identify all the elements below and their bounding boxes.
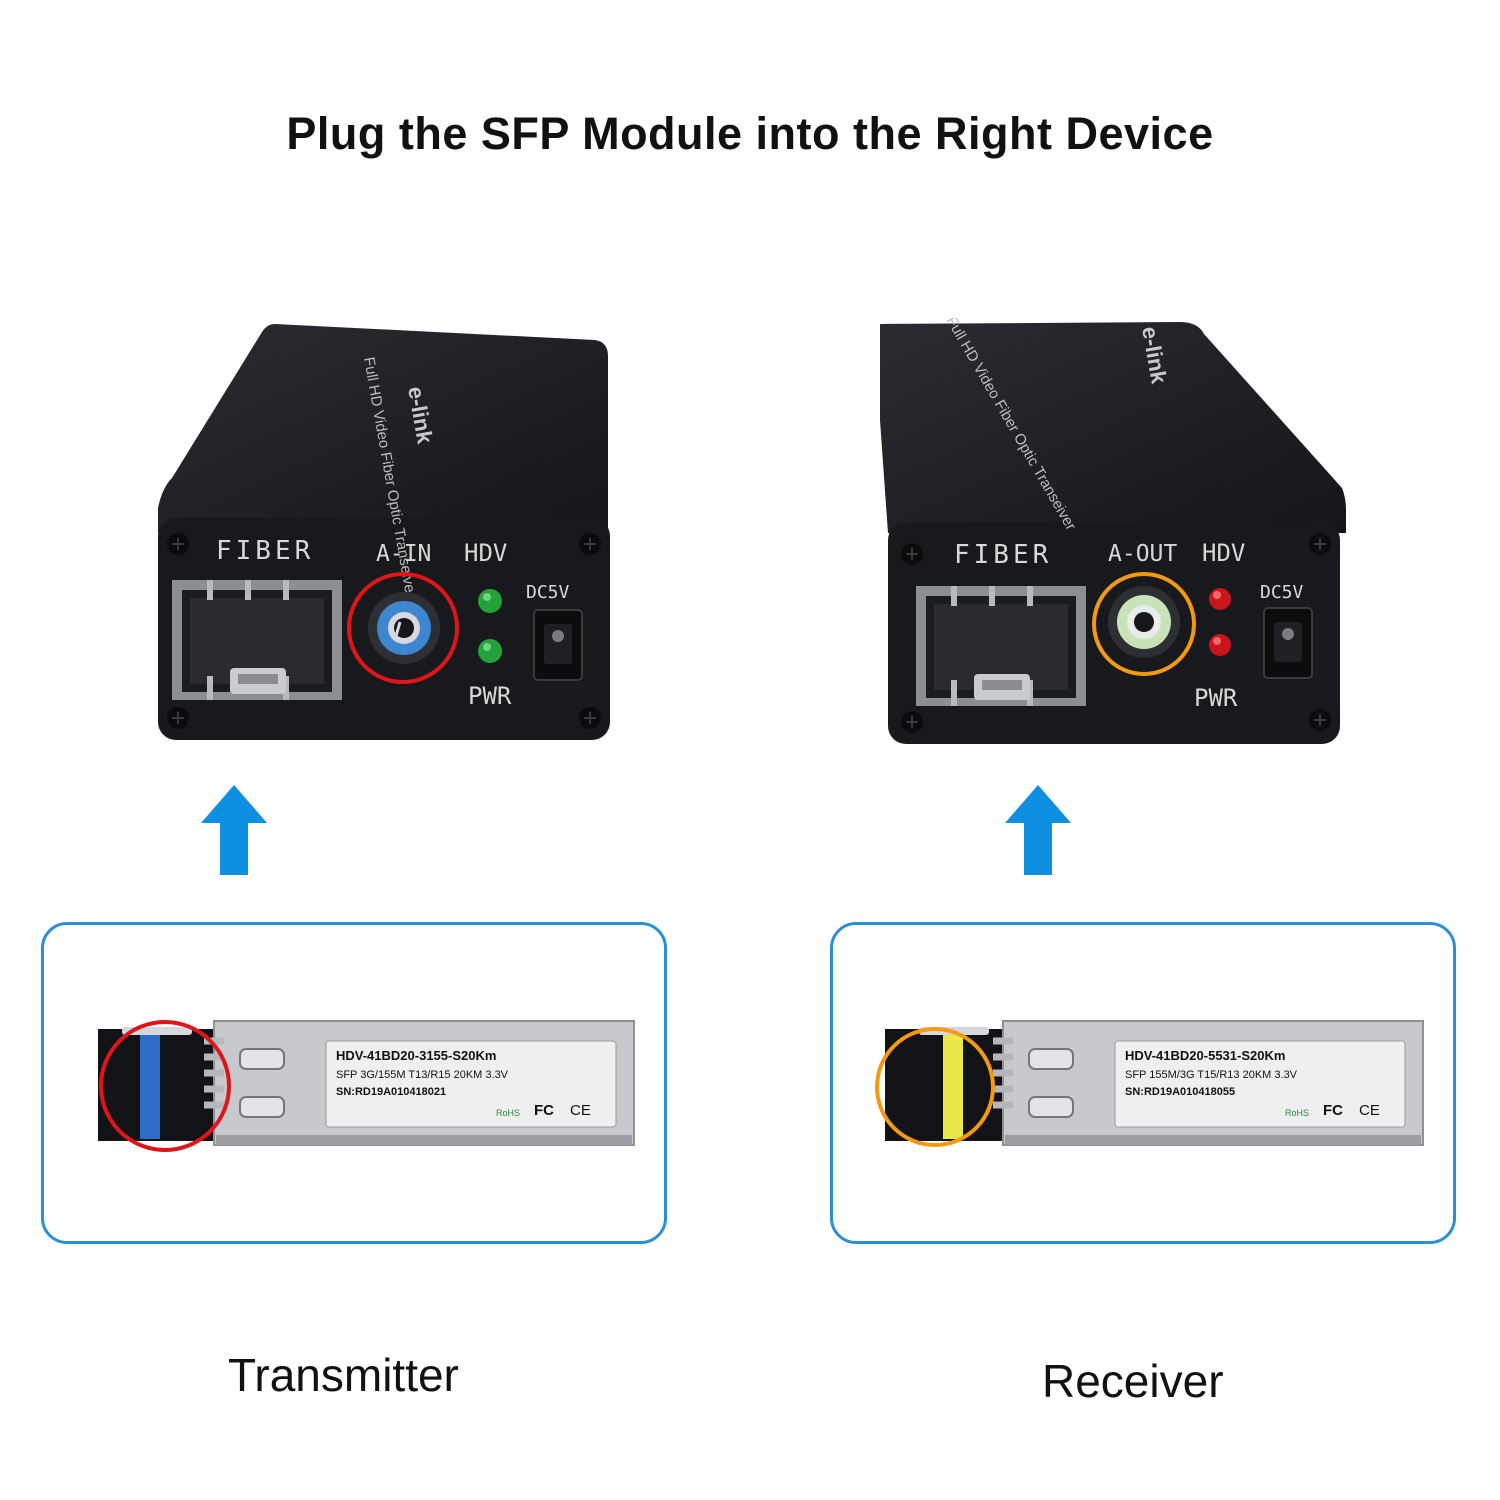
- tx-latch[interactable]: [140, 1029, 160, 1139]
- fc-mark: FC: [1323, 1102, 1343, 1119]
- fc-mark: FC: [534, 1102, 554, 1119]
- receiver-caption: Receiver: [1042, 1355, 1224, 1407]
- rx-latch[interactable]: [943, 1029, 963, 1139]
- screw-icon: [901, 543, 923, 565]
- screw-icon: [167, 707, 189, 729]
- hdv-label: HDV: [1202, 539, 1245, 567]
- sfp-module[interactable]: HDV-41BD20-5531-S20Km SFP 155M/3G T15/R1…: [875, 1020, 1424, 1147]
- module-spec: SFP 155M/3G T15/R13 20KM 3.3V: [1125, 1069, 1298, 1081]
- screw-icon: [1309, 709, 1331, 731]
- fiber-label: FIBER: [216, 536, 314, 566]
- rohs-mark: RoHS: [496, 1108, 520, 1118]
- pwr-led-icon: [1209, 634, 1231, 656]
- module-spec: SFP 3G/155M T13/R15 20KM 3.3V: [336, 1069, 509, 1081]
- pwr-led-icon: [478, 639, 502, 663]
- up-arrow-icon: [1005, 785, 1071, 875]
- module-model: HDV-41BD20-5531-S20Km: [1125, 1048, 1285, 1063]
- screw-icon: [579, 533, 601, 555]
- audio-in-jack[interactable]: [347, 572, 459, 684]
- highlight-ring: [99, 1020, 231, 1152]
- highlight-ring: [1092, 572, 1196, 676]
- rohs-mark: RoHS: [1285, 1108, 1309, 1118]
- dc-power-jack[interactable]: [533, 609, 583, 681]
- sfp-port[interactable]: [172, 580, 342, 700]
- sfp-module[interactable]: HDV-41BD20-3155-S20Km SFP 3G/155M T13/R1…: [98, 1020, 635, 1152]
- dc-power-jack[interactable]: [1263, 607, 1313, 679]
- up-arrow-icon: [201, 785, 267, 875]
- module-model: HDV-41BD20-3155-S20Km: [336, 1048, 496, 1063]
- audio-label: A-IN: [376, 541, 431, 567]
- device-top-cover: [158, 324, 608, 533]
- receiver-sfp-module-frame: HDV-41BD20-5531-S20Km SFP 155M/3G T15/R1…: [830, 922, 1456, 1244]
- screw-icon: [901, 711, 923, 733]
- screw-icon: [579, 707, 601, 729]
- fiber-label: FIBER: [954, 540, 1052, 570]
- dc-label: DC5V: [526, 582, 570, 603]
- hdv-label: HDV: [464, 539, 507, 567]
- device-top-cover: [880, 322, 1346, 533]
- dc-label: DC5V: [1260, 582, 1304, 603]
- pwr-label: PWR: [1194, 684, 1238, 712]
- page-title: Plug the SFP Module into the Right Devic…: [286, 108, 1214, 159]
- pwr-label: PWR: [468, 682, 512, 710]
- screw-icon: [1309, 533, 1331, 555]
- transmitter-device: e-link Full HD Video Fiber Optic Transei…: [150, 318, 620, 748]
- audio-label: A-OUT: [1108, 541, 1177, 567]
- screw-icon: [167, 533, 189, 555]
- hdv-led-icon: [1209, 588, 1231, 610]
- audio-out-jack[interactable]: [1092, 572, 1196, 676]
- transmitter-caption: Transmitter: [228, 1349, 459, 1401]
- sfp-port[interactable]: [916, 586, 1086, 706]
- module-serial: SN:RD19A010418021: [336, 1086, 446, 1098]
- ce-mark: CE: [570, 1102, 591, 1119]
- transmitter-sfp-module-frame: HDV-41BD20-3155-S20Km SFP 3G/155M T13/R1…: [41, 922, 667, 1244]
- ce-mark: CE: [1359, 1102, 1380, 1119]
- receiver-device: e-link Full HD Video Fiber Optic Transei…: [880, 318, 1350, 748]
- module-serial: SN:RD19A010418055: [1125, 1086, 1235, 1098]
- hdv-led-icon: [478, 589, 502, 613]
- highlight-ring: [347, 572, 459, 684]
- highlight-ring: [875, 1027, 995, 1147]
